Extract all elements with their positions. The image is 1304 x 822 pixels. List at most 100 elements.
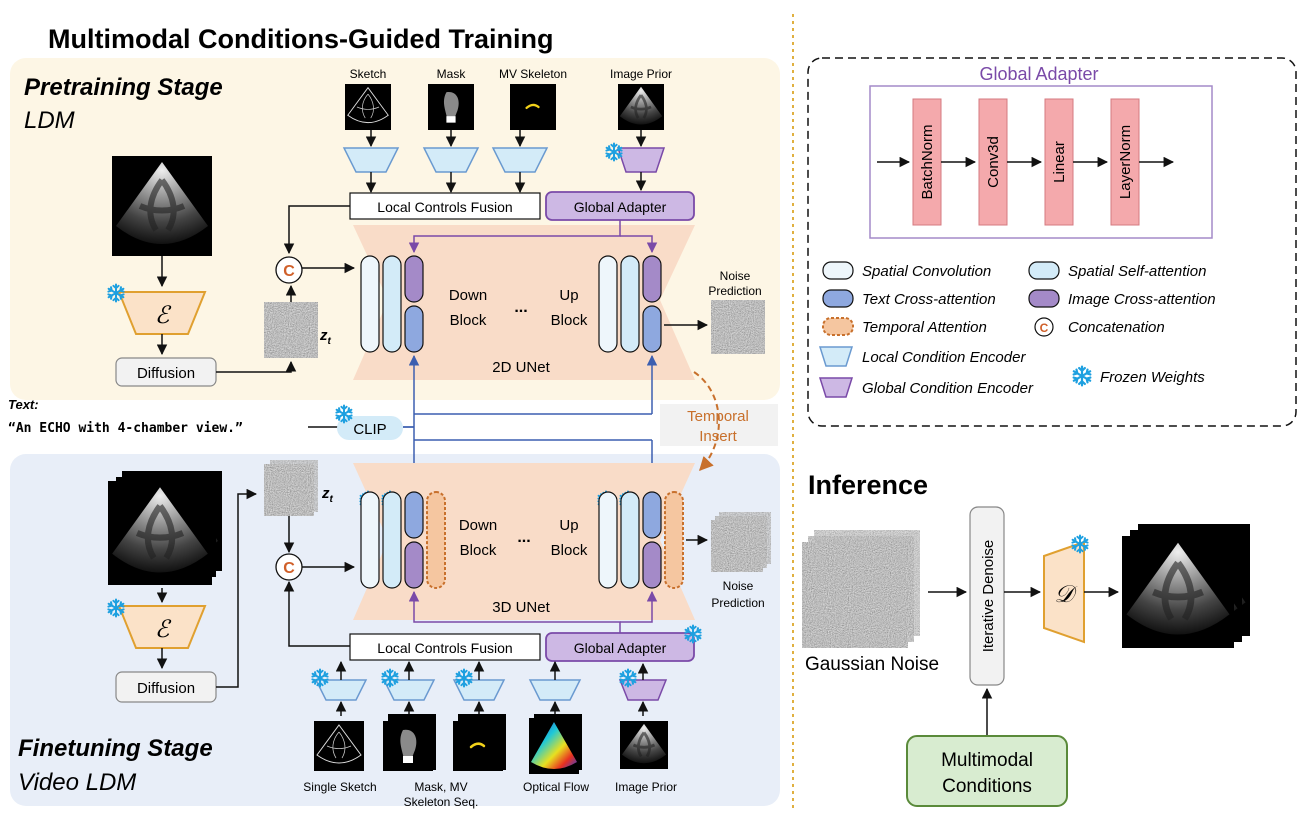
text-cross-attn-block	[642, 305, 662, 353]
encoder-ft	[117, 605, 207, 649]
legend-temporal: Temporal Attention	[862, 319, 987, 336]
noise-prediction-image-ft	[711, 520, 763, 572]
image-prior-label-top: Image Prior	[610, 67, 672, 81]
local-fusion-ft	[349, 633, 541, 661]
legend-self-attn-swatch	[1028, 261, 1060, 280]
concat-symbol-ft: C	[283, 560, 295, 577]
iterative-denoise-label: Iterative Denoise	[980, 540, 997, 653]
adapter-panel-title: Global Adapter	[979, 64, 1098, 84]
spatial-self-attn-block	[620, 255, 640, 353]
layer-linear-label: Linear	[1051, 141, 1068, 183]
temporal-attn-block	[426, 491, 446, 589]
ellipsis-ft: ...	[517, 529, 530, 546]
mask-seq-label: Mask, MV	[414, 780, 467, 794]
noise-pred-label-ft-2: Prediction	[711, 596, 764, 610]
single-sketch-label: Single Sketch	[303, 780, 376, 794]
up-block-label-ft: Up	[559, 517, 578, 534]
input-video-frame-top	[112, 156, 212, 256]
noise-pred-label-top-2: Prediction	[708, 284, 761, 298]
local-encoder-mask	[422, 147, 480, 173]
noise-pred-label-top: Noise	[720, 269, 751, 283]
text-cross-attn-block	[404, 305, 424, 353]
finetune-subtitle: Video LDM	[18, 769, 136, 796]
multimodal-conditions-label-2: Conditions	[942, 776, 1032, 797]
legend-concat-icon	[1034, 317, 1054, 337]
local-encoder-skeleton	[491, 147, 549, 173]
zt-label-top: zt	[319, 327, 332, 347]
spatial-self-attn-block	[382, 255, 402, 353]
input-video-frame-ft	[108, 481, 212, 585]
skeleton-seq-image	[453, 719, 503, 773]
spatial-conv-block	[598, 491, 618, 589]
global-adapter-ft-label: Global Adapter	[574, 640, 667, 656]
legend-text-attn: Text Cross-attention	[862, 291, 996, 308]
legend-spatial-conv-swatch	[822, 261, 854, 280]
ellipsis: ...	[514, 299, 527, 316]
local-encoder-sketch-ft	[314, 679, 368, 701]
noise-prediction-image-top	[711, 300, 765, 354]
spatial-self-attn-block	[382, 491, 402, 589]
spatial-conv-block	[360, 255, 380, 353]
down-block-label-ft-2: Block	[460, 542, 497, 559]
zt-label-ft: zt	[321, 485, 334, 505]
layer-batchnorm	[912, 98, 942, 226]
spatial-conv-block	[360, 491, 380, 589]
legend-temporal-swatch	[822, 317, 854, 336]
mv-skeleton-label: MV Skeleton	[499, 67, 567, 81]
text-label: Text:	[8, 397, 39, 412]
legend-self-attn: Spatial Self-attention	[1068, 263, 1206, 280]
sketch-label: Sketch	[350, 67, 387, 81]
local-encoder-sketch	[342, 147, 400, 173]
legend-concat-symbol: C	[1040, 321, 1049, 335]
temporal-insert-label-2: Insert	[699, 428, 737, 445]
pretrain-title: Pretraining Stage	[24, 74, 223, 101]
mask-image	[428, 84, 474, 130]
legend-frozen: Frozen Weights	[1100, 369, 1205, 386]
global-adapter-top-label: Global Adapter	[574, 199, 667, 215]
local-encoder-mask-ft	[382, 679, 436, 701]
zt-image-top	[264, 302, 318, 358]
legend-spatial-conv: Spatial Convolution	[862, 263, 991, 280]
inference-title: Inference	[808, 470, 928, 500]
sketch-image	[345, 84, 391, 130]
training-title: Multimodal Conditions-Guided Training	[48, 24, 553, 54]
down-block-label-ft: Down	[459, 517, 497, 534]
layer-layernorm-label: LayerNorm	[1117, 125, 1134, 199]
mask-seq-label-2: Skeleton Seq.	[404, 795, 479, 809]
local-encoder-flow-ft	[528, 679, 582, 701]
legend-local-encoder-swatch	[818, 346, 854, 367]
encoder-symbol-ft: ℰ	[155, 616, 172, 643]
gaussian-noise-image	[802, 542, 908, 648]
encoder-symbol: ℰ	[155, 302, 172, 329]
image-cross-attn-block	[404, 541, 424, 589]
up-block-label-2: Block	[551, 312, 588, 329]
text-prompt: “An ECHO with 4-chamber view.”	[8, 421, 243, 436]
single-sketch-image	[314, 720, 364, 772]
multimodal-conditions-box	[906, 735, 1068, 807]
legend-concat: Concatenation	[1068, 319, 1165, 336]
diffusion-ft-label: Diffusion	[137, 680, 195, 697]
pretrain-subtitle: LDM	[24, 107, 75, 134]
snowflake-icon	[1071, 534, 1089, 554]
encoder-top	[117, 291, 207, 335]
image-prior-label-ft: Image Prior	[615, 780, 677, 794]
mask-label: Mask	[437, 67, 467, 81]
zt-image-ft	[264, 464, 314, 516]
global-encoder-top	[616, 147, 666, 173]
legend-global-encoder-swatch	[818, 377, 854, 398]
image-prior-image-ft	[620, 719, 668, 771]
image-cross-attn-block	[642, 255, 662, 303]
local-fusion-ft-label: Local Controls Fusion	[377, 640, 512, 656]
noise-pred-label-ft: Noise	[723, 579, 754, 593]
optical-flow-label: Optical Flow	[523, 780, 589, 794]
up-block-label-ft-2: Block	[551, 542, 588, 559]
legend-image-attn: Image Cross-attention	[1068, 291, 1216, 308]
diffusion-top-label: Diffusion	[137, 365, 195, 382]
multimodal-conditions-label: Multimodal	[941, 750, 1033, 771]
mask-seq-image	[383, 721, 433, 771]
spatial-conv-block	[598, 255, 618, 353]
clip-label: CLIP	[353, 421, 386, 438]
unet-2d-label: 2D UNet	[492, 359, 550, 376]
unet-3d-label: 3D UNet	[492, 599, 550, 616]
